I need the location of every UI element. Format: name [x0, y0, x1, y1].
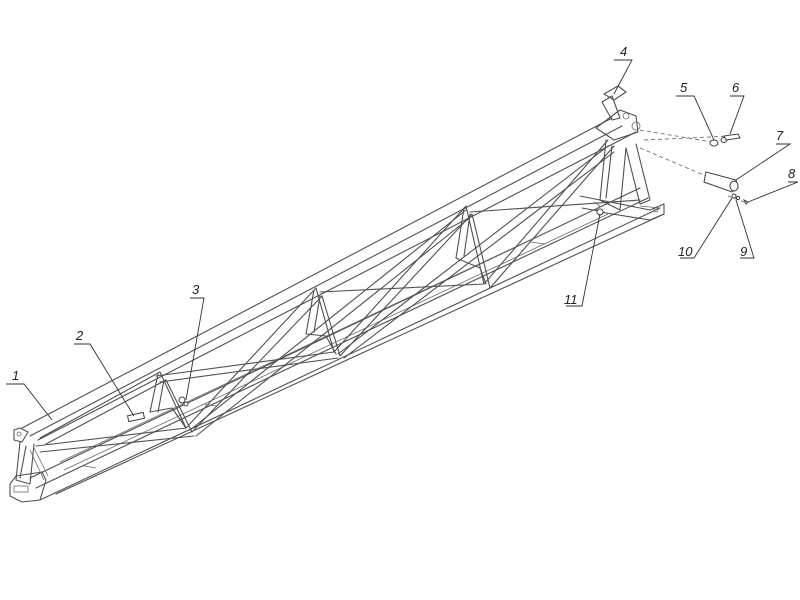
callout-6: 6 — [732, 80, 740, 95]
callout-3: 3 — [192, 282, 200, 297]
washer-part — [731, 193, 737, 199]
label-plate-part — [126, 411, 146, 423]
callout-2: 2 — [75, 328, 84, 343]
fitting-part — [178, 396, 186, 404]
callout-1: 1 — [12, 368, 19, 383]
callout-10: 10 — [678, 244, 693, 259]
callout-4: 4 — [620, 44, 627, 59]
callout-11: 11 — [564, 292, 578, 307]
boom-small-parts — [126, 208, 604, 423]
callout-9: 9 — [740, 244, 747, 259]
bolt-part — [723, 133, 741, 141]
callout-5: 5 — [680, 80, 688, 95]
nut-part — [709, 139, 719, 147]
truss-boom — [9, 85, 665, 503]
leader-lines — [6, 59, 799, 421]
callouts: 1 2 3 4 5 6 7 8 9 10 11 — [12, 44, 796, 383]
callout-8: 8 — [788, 166, 796, 181]
pin-hardware — [639, 129, 749, 205]
callout-7: 7 — [776, 128, 784, 143]
cotter-pin-part — [742, 198, 749, 205]
